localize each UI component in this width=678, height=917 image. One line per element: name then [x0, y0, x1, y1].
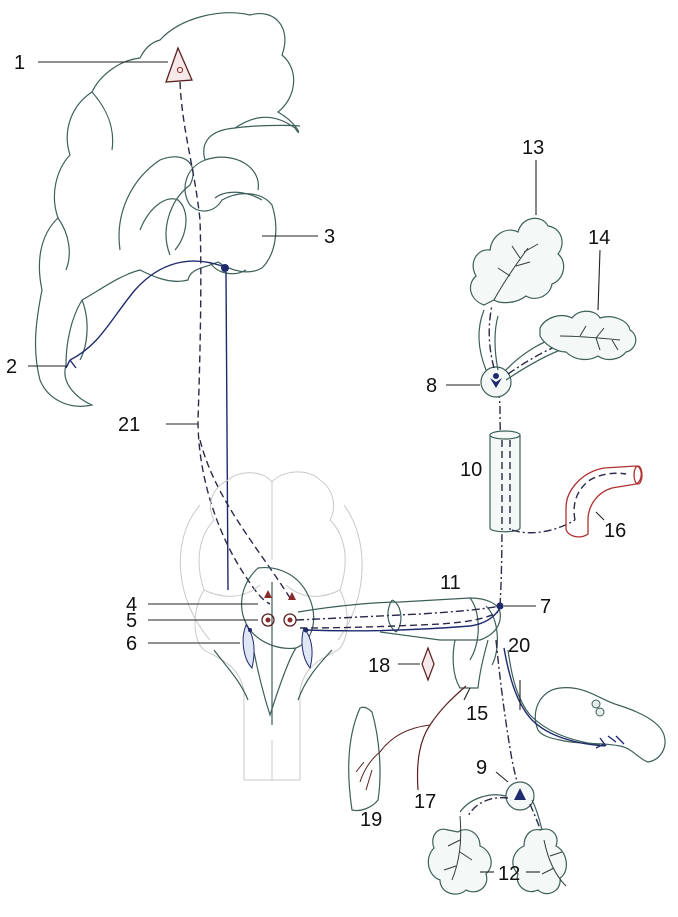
chorda-to-vessel — [511, 519, 576, 534]
label-1: 1 — [14, 52, 25, 74]
label-5: 5 — [126, 610, 137, 632]
label-21: 21 — [118, 414, 140, 436]
cerebral-hemisphere — [34, 12, 301, 407]
gland-13 — [469, 217, 565, 306]
brainstem-nuclei — [242, 590, 313, 670]
label-17: 17 — [414, 791, 436, 813]
branch-outline-13 — [478, 309, 499, 371]
facial-canal — [297, 597, 501, 689]
labels: 1 2 3 4 5 6 7 8 9 10 11 12 13 14 15 16 1… — [6, 52, 626, 885]
nerve-fibers-lower — [299, 611, 499, 629]
brainstem — [179, 471, 363, 781]
motor-branches-17 — [379, 685, 478, 791]
label-10: 10 — [460, 459, 482, 481]
fibers-to-gland-13 — [488, 304, 495, 369]
label-14: 14 — [588, 227, 610, 249]
branch-to-glands-12 — [459, 794, 543, 831]
gland-14 — [539, 310, 637, 361]
cortical-pyramidal-neuron — [165, 46, 193, 83]
label-3: 3 — [324, 226, 335, 248]
taste-structure-20 — [534, 687, 666, 763]
tube-structure-10 — [489, 430, 521, 533]
label-18: 18 — [368, 655, 390, 677]
muscle-19 — [348, 706, 381, 812]
chorda-tympani — [495, 639, 521, 793]
label-2: 2 — [6, 356, 17, 378]
label-6: 6 — [126, 633, 137, 655]
label-9: 9 — [476, 757, 487, 779]
label-20: 20 — [508, 635, 530, 657]
lingual-nerve — [503, 647, 606, 747]
motor-root — [305, 607, 501, 632]
glands-12 — [427, 815, 567, 895]
label-4: 4 — [126, 594, 137, 616]
label-8: 8 — [426, 375, 437, 397]
pterygopalatine-ganglion — [480, 366, 512, 398]
label-15: 15 — [466, 703, 488, 725]
lingual-nerve-outline — [507, 649, 601, 746]
label-19: 19 — [360, 809, 382, 831]
nerve-fibers-to-canal — [295, 605, 501, 621]
label-11: 11 — [440, 572, 461, 594]
label-16: 16 — [604, 520, 626, 542]
thalamic-neuron — [65, 260, 229, 591]
leader-lines — [28, 61, 605, 873]
submandibular-ganglion — [505, 781, 535, 811]
label-13: 13 — [522, 137, 544, 159]
label-7: 7 — [540, 596, 551, 618]
vessel-16 — [565, 465, 643, 538]
corticonuclear-tract — [179, 81, 271, 605]
corticonuclear-tract-crossing — [199, 439, 291, 599]
label-12: 12 — [498, 863, 520, 885]
neuron-18 — [421, 646, 435, 682]
